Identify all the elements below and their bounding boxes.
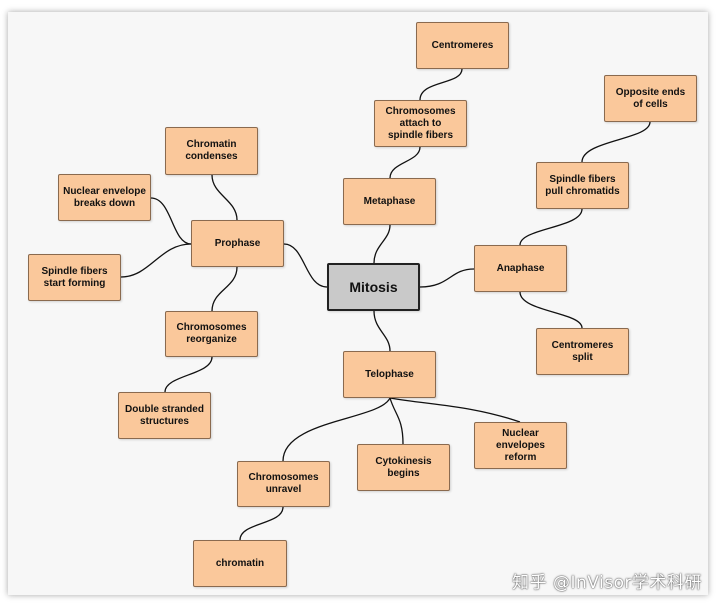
- watermark: 知乎 @InVisor学术科研: [512, 573, 702, 593]
- node-nuclear-envelope-breaks: Nuclear envelope breaks down: [58, 174, 151, 221]
- node-centromeres-split: Centromeres split: [536, 328, 629, 375]
- node-telophase: Telophase: [343, 351, 436, 398]
- edge-prophase-reorganize: [211, 266, 238, 312]
- edge-metaphase-attach: [389, 146, 421, 179]
- node-spindle-pull: Spindle fibers pull chromatids: [536, 162, 629, 209]
- node-opposite-ends: Opposite ends of cells: [604, 75, 697, 122]
- node-chromatin-condenses: Chromatin condenses: [165, 127, 258, 175]
- edge-prophase-spindle: [120, 243, 192, 278]
- node-chromosomes-attach: Chromosomes attach to spindle fibers: [374, 100, 467, 147]
- node-nuclear-envelopes-reform: Nuclear envelopes reform: [474, 422, 567, 469]
- node-prophase: Prophase: [191, 220, 284, 267]
- edge-pull-opposite: [581, 121, 651, 163]
- edge-unravel-chromatin: [239, 506, 284, 541]
- node-spindle-start: Spindle fibers start forming: [28, 254, 121, 301]
- edge-telophase-reform: [389, 397, 521, 423]
- node-centromeres: Centromeres: [416, 22, 509, 69]
- node-metaphase: Metaphase: [343, 178, 436, 225]
- edge-telophase-unravel: [282, 397, 391, 462]
- edge-anaphase-split: [519, 291, 583, 329]
- edge-attach-centromeres: [419, 68, 463, 101]
- node-cytokinesis: Cytokinesis begins: [357, 444, 450, 491]
- edge-mitosis-telophase: [373, 310, 391, 352]
- edge-prophase-nuclear: [150, 197, 192, 245]
- edge-mitosis-prophase: [283, 243, 328, 288]
- edge-mitosis-anaphase: [419, 268, 475, 288]
- edge-reorganize-double: [164, 356, 213, 393]
- edge-anaphase-pull: [519, 208, 583, 246]
- edge-telophase-cytokinesis: [389, 397, 404, 445]
- node-chromosomes-unravel: Chromosomes unravel: [237, 461, 330, 507]
- node-double-stranded: Double stranded structures: [118, 392, 211, 439]
- node-mitosis: Mitosis: [327, 263, 420, 311]
- edge-prophase-chromatin: [211, 174, 238, 221]
- node-chromosomes-reorganize: Chromosomes reorganize: [165, 311, 258, 357]
- node-chromatin: chromatin: [193, 540, 287, 587]
- node-anaphase: Anaphase: [474, 245, 567, 292]
- edge-mitosis-metaphase: [373, 224, 391, 264]
